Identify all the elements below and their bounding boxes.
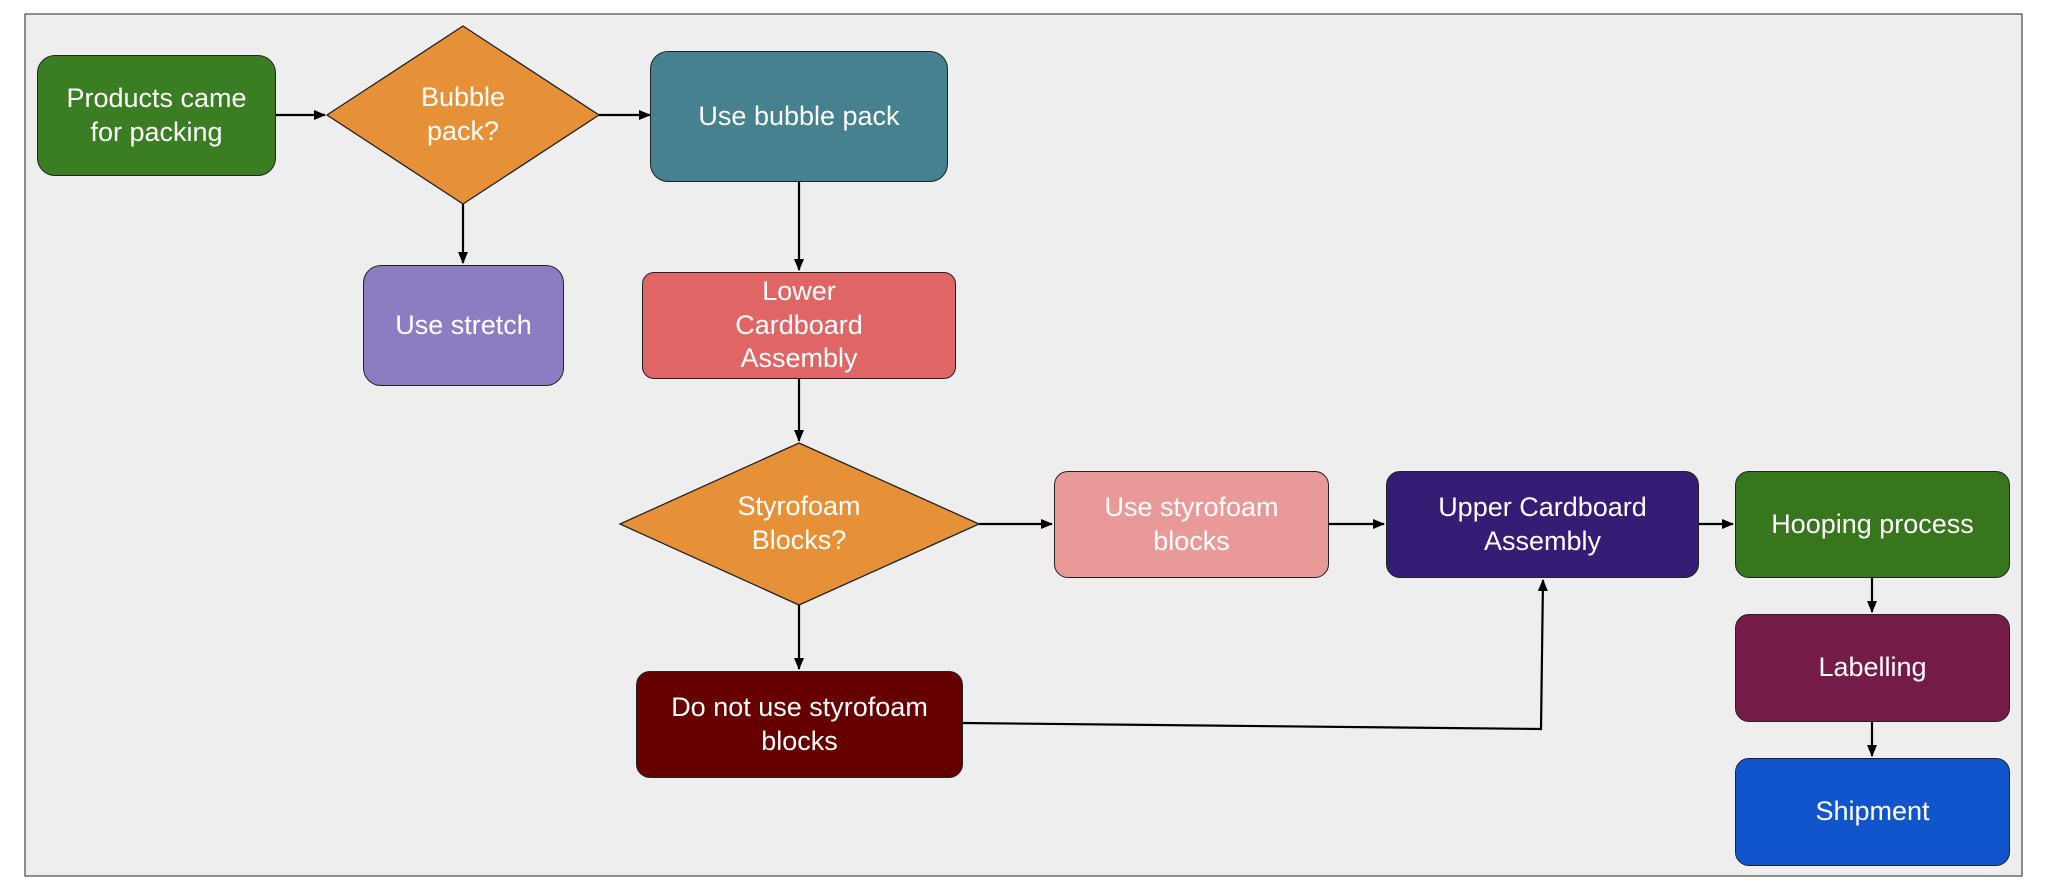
bubble-pack-decision-label: Bubble pack? [373, 70, 553, 160]
node-label: Shipment [1815, 796, 1930, 827]
node-labelling: Labelling [1735, 614, 2010, 722]
node-lower-cardboard-assembly: Lower Cardboard Assembly [642, 272, 956, 379]
node-label: Use styrofoam blocks [1104, 491, 1279, 556]
styrofoam-decision-label: Styrofoam Blocks? [699, 479, 899, 569]
node-label: Labelling [1818, 652, 1927, 683]
node-label: Bubble pack? [420, 82, 506, 146]
node-use-styrofoam-blocks: Use styrofoam blocks [1054, 471, 1329, 578]
node-hooping-process: Hooping process [1735, 471, 2010, 578]
edge-no-styro-to-upper-cardboard [962, 579, 1548, 731]
node-label: Products came for packing [66, 82, 247, 147]
node-do-not-use-styrofoam-blocks: Do not use styrofoam blocks [636, 671, 963, 778]
node-use-bubble-pack: Use bubble pack [650, 51, 948, 182]
node-shipment: Shipment [1735, 758, 2010, 866]
node-label: Do not use styrofoam blocks [671, 691, 928, 756]
node-label: Hooping process [1771, 508, 1974, 539]
node-products-came-for-packing: Products came for packing [37, 55, 276, 176]
node-upper-cardboard-assembly: Upper Cardboard Assembly [1386, 471, 1699, 578]
node-label: Styrofoam Blocks? [737, 491, 861, 555]
node-label: Use bubble pack [698, 100, 900, 131]
diagram-frame [24, 13, 2023, 877]
node-label: Use stretch [395, 309, 532, 340]
node-use-stretch: Use stretch [363, 265, 564, 386]
node-label: Lower Cardboard Assembly [735, 275, 863, 374]
node-label: Upper Cardboard Assembly [1438, 491, 1647, 556]
